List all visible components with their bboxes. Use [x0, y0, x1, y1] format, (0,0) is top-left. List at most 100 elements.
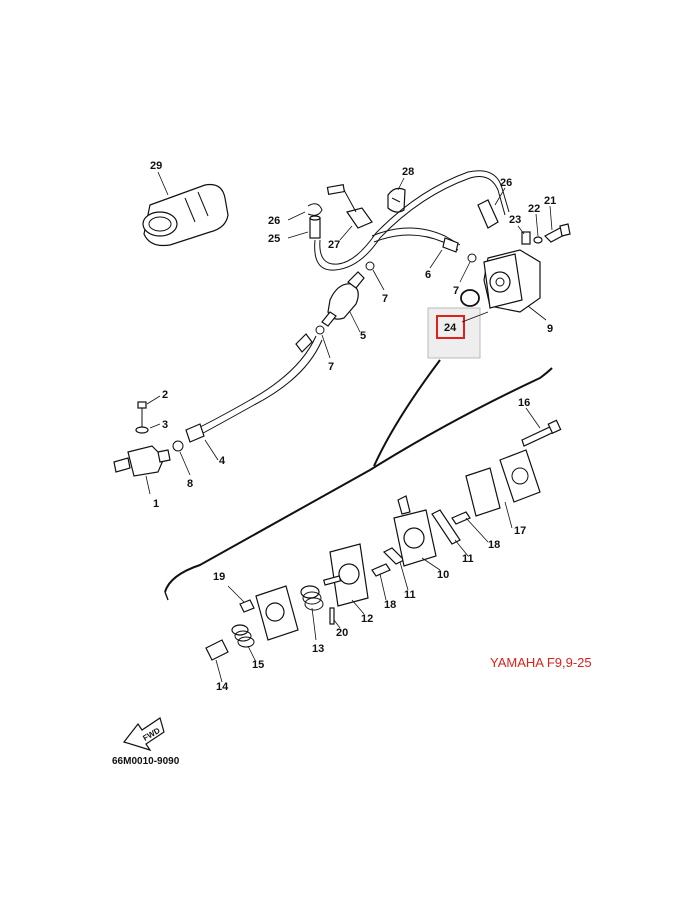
- part-label-9[interactable]: 9: [547, 323, 553, 335]
- leader-29: [157, 171, 169, 196]
- part-2-bolt[interactable]: [137, 401, 147, 428]
- part-label-12[interactable]: 12: [361, 613, 373, 625]
- part-18-screw-a[interactable]: [451, 511, 471, 525]
- part-20-pin[interactable]: [329, 607, 335, 625]
- part-label-7-b[interactable]: 7: [453, 285, 459, 297]
- leader-11b: [399, 561, 409, 591]
- part-label-11-b[interactable]: 11: [404, 589, 416, 601]
- part-7-clip-c[interactable]: [315, 325, 325, 335]
- part-label-21[interactable]: 21: [544, 195, 556, 207]
- part-29-boot[interactable]: [142, 183, 229, 247]
- part-label-7-a[interactable]: 7: [382, 293, 388, 305]
- part-label-2[interactable]: 2: [162, 389, 168, 401]
- leader-7b: [459, 261, 471, 283]
- part-label-22[interactable]: 22: [528, 203, 540, 215]
- pump-gasket: [465, 467, 501, 517]
- part-14-plunger[interactable]: [205, 639, 229, 661]
- part-label-8[interactable]: 8: [187, 478, 193, 490]
- leader-26-right: [494, 187, 506, 206]
- part-1-fuel-joint[interactable]: [113, 445, 171, 477]
- part-label-3[interactable]: 3: [162, 419, 168, 431]
- part-label-27[interactable]: 27: [328, 239, 340, 251]
- fwd-arrow-icon: FWD: [122, 717, 165, 752]
- part-label-26-right[interactable]: 26: [500, 177, 512, 189]
- part-26-hose-end[interactable]: [477, 199, 499, 229]
- part-label-15[interactable]: 15: [252, 659, 264, 671]
- leader-19: [227, 585, 245, 603]
- leader-24: [461, 311, 489, 323]
- part-25-fitting[interactable]: [309, 215, 321, 239]
- part-label-29[interactable]: 29: [150, 160, 162, 172]
- assembly-outline-edge: [164, 591, 169, 601]
- leader-1: [145, 475, 151, 495]
- leader-26-left: [287, 211, 306, 221]
- part-7-clip-b[interactable]: [467, 253, 477, 263]
- leader-25: [287, 231, 309, 239]
- part-label-18-b[interactable]: 18: [384, 599, 396, 611]
- part-12-diaphragm[interactable]: [323, 543, 369, 607]
- part-15-spring[interactable]: [231, 624, 255, 648]
- leader-21: [549, 205, 553, 231]
- part-9-fuel-pump[interactable]: [483, 249, 541, 313]
- leader-18a: [465, 517, 489, 543]
- part-26-clip-left[interactable]: [307, 203, 323, 216]
- part-label-23[interactable]: 23: [509, 214, 521, 226]
- part-label-25[interactable]: 25: [268, 233, 280, 245]
- part-label-11-a[interactable]: 11: [462, 553, 474, 565]
- part-24-highlight-box[interactable]: [436, 315, 465, 339]
- leader-16: [525, 407, 541, 429]
- part-8-clip[interactable]: [172, 440, 184, 452]
- part-22-washer[interactable]: [533, 236, 543, 244]
- brand-model-label: YAMAHA F9,9-25: [490, 655, 592, 670]
- part-label-14[interactable]: 14: [216, 681, 229, 693]
- part-label-7-c[interactable]: 7: [328, 361, 334, 373]
- assembly-outline: [164, 367, 553, 593]
- leader-9: [527, 305, 547, 321]
- part-18-screw-b[interactable]: [371, 563, 391, 577]
- part-3-washer[interactable]: [135, 426, 149, 434]
- leader-27: [339, 225, 353, 241]
- part-label-28[interactable]: 28: [402, 166, 414, 178]
- part-label-6[interactable]: 6: [425, 269, 431, 281]
- leader-10: [421, 557, 441, 571]
- part-label-24[interactable]: 24: [444, 322, 457, 334]
- part-5-fuel-filter[interactable]: [321, 271, 365, 327]
- leader-18b: [379, 573, 387, 601]
- leader-14: [215, 659, 223, 683]
- leader-12: [351, 599, 365, 615]
- part-13-spring[interactable]: [300, 585, 324, 611]
- part-label-16[interactable]: 16: [518, 397, 530, 409]
- leader-28: [397, 177, 405, 191]
- leader-2: [146, 395, 161, 405]
- part-10-pump-body[interactable]: [393, 495, 437, 567]
- part-23-fitting[interactable]: [521, 231, 531, 245]
- part-16-screw[interactable]: [521, 419, 562, 447]
- part-label-26-left[interactable]: 26: [268, 215, 280, 227]
- leader-22: [535, 213, 539, 237]
- part-label-19[interactable]: 19: [213, 571, 225, 583]
- part-label-20[interactable]: 20: [336, 627, 348, 639]
- part-label-10[interactable]: 10: [437, 569, 449, 581]
- leader-7a: [372, 269, 385, 291]
- part-label-5[interactable]: 5: [360, 330, 366, 342]
- leader-20: [333, 619, 341, 629]
- part-4-hose[interactable]: [189, 335, 317, 433]
- drawing-code: 66M0010-9090: [112, 756, 180, 767]
- part-19-nut[interactable]: [239, 599, 255, 613]
- part-27-bracket[interactable]: [326, 183, 373, 229]
- leader-17: [504, 501, 513, 529]
- part-17-cover[interactable]: [499, 449, 541, 503]
- part-label-1[interactable]: 1: [153, 498, 159, 510]
- part-28-clip[interactable]: [387, 187, 406, 213]
- part-7-clip-a[interactable]: [365, 261, 375, 271]
- part-label-18-a[interactable]: 18: [488, 539, 500, 551]
- part-label-13[interactable]: 13: [312, 643, 324, 655]
- leader-13: [311, 607, 317, 641]
- leader-8: [179, 451, 191, 476]
- part-21-screw[interactable]: [544, 223, 571, 243]
- part-24-o-ring[interactable]: [460, 289, 480, 307]
- part-label-4[interactable]: 4: [219, 455, 226, 467]
- hose-vent-inner: [319, 170, 510, 265]
- part-11-pin-a[interactable]: [431, 509, 461, 545]
- part-label-17[interactable]: 17: [514, 525, 526, 537]
